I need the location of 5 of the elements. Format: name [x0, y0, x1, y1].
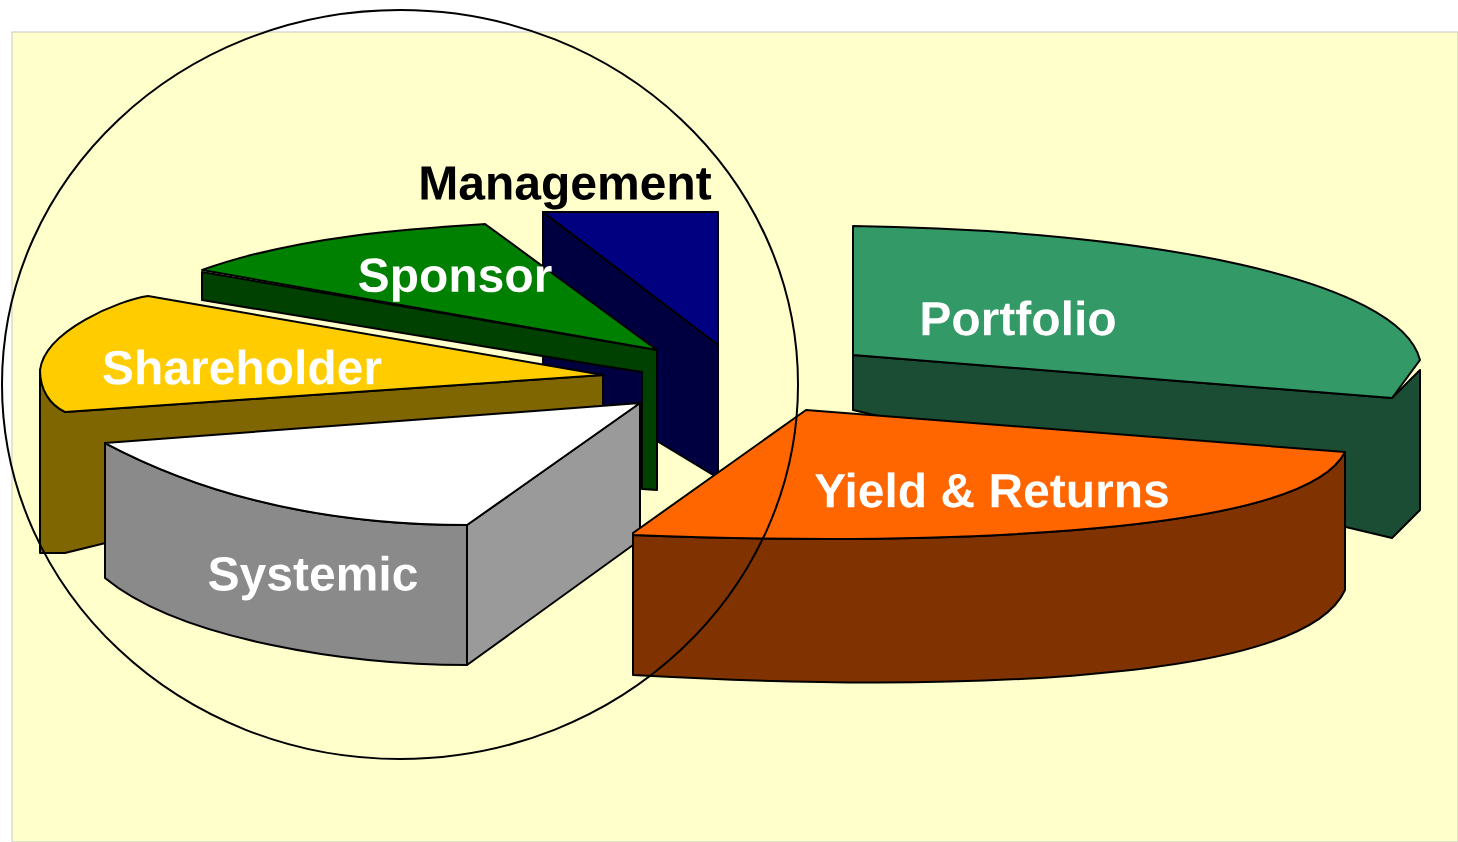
node-label: Management — [421, 166, 712, 210]
circle — [1, 9, 799, 760]
node-label: Portfolio — [922, 300, 1115, 336]
pie-slice: Systemic — [104, 402, 641, 666]
pie-slice: Yield & Returns — [632, 409, 1346, 684]
